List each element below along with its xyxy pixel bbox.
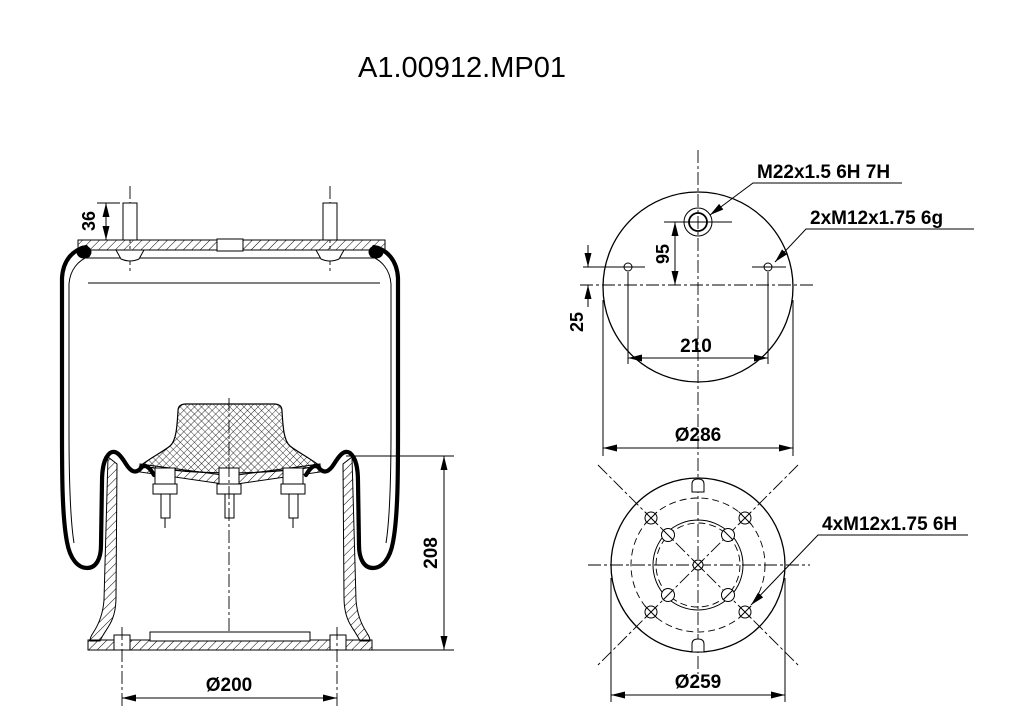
flange-tab-bottom [691,638,705,653]
top-view-stud-left [583,262,645,364]
drawing-title: A1.00912.MP01 [358,52,566,84]
label-mounting-studs: 2xM12x1.75 6g [810,208,943,229]
flange-bolt-holes-inner [661,528,735,602]
top-stud-left [115,202,145,262]
mounting-bolts-callout: 4xM12x1.75 6H [750,514,968,606]
dim-text-208: 208 [421,537,442,569]
dimension-plate-diameter: Ø286 [602,300,794,456]
piston-bolt-left [152,467,178,528]
top-view: 95 25 210 Ø286 M22x1.5 6H 7H 2xM12x [567,150,974,674]
dimension-stud-offset: 25 [567,245,592,332]
label-mounting-bolts: 4xM12x1.75 6H [822,514,957,535]
dimension-flange-diameter: Ø259 [610,578,786,702]
dimension-stud-spacing: 210 [628,336,768,362]
dim-text-95: 95 [653,244,673,264]
top-plate [77,238,386,284]
dimension-port-offset: 95 [653,222,679,285]
top-stud-right [315,202,345,262]
bottom-view: Ø259 4xM12x1.75 6H [588,464,968,702]
mounting-studs-callout: 2xM12x1.75 6g [774,208,974,263]
dim-text-25: 25 [567,312,587,332]
bellows-outline [59,244,401,571]
dim-text-36: 36 [79,211,99,231]
base-notch-right [329,634,347,651]
label-air-fitting: M22x1.5 6H 7H [757,162,890,183]
top-plate-circle [602,191,794,383]
bolt-circle-inner [655,522,741,608]
dim-text-259: Ø259 [675,672,721,693]
flange-inner-circle [652,519,744,611]
piston-base-plateau [149,631,311,642]
bolt-circle-outer [630,497,766,633]
top-plate-notch [216,238,244,252]
air-fitting-callout: M22x1.5 6H 7H [709,162,902,216]
dim-text-210: 210 [680,336,712,357]
top-view-stud-right [752,262,786,364]
dimension-stud-height: 36 [79,202,120,241]
piston-bolt-right [280,467,306,528]
dimension-piston-diameter: Ø200 [121,627,338,707]
air-port [664,207,732,237]
center-hole-cross [692,559,704,571]
dim-text-286: Ø286 [675,425,721,446]
front-view: 36 208 Ø200 [59,186,454,707]
dim-text-200: Ø200 [206,675,252,696]
flange-tab-top [691,478,705,493]
dimension-height: 208 [346,455,454,651]
piston [87,398,373,651]
flange-bolt-holes-outer [644,511,752,619]
rubber-bumper [138,403,322,474]
